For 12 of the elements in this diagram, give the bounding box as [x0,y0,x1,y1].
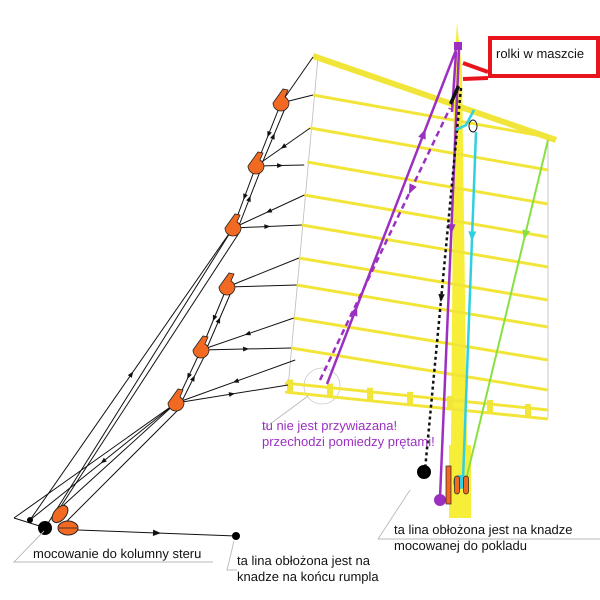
highlight-circle [304,368,340,404]
leader-line [226,540,238,570]
leader-line [377,490,600,540]
leader-line [462,61,489,74]
annotation-text: mocowanie do kolumny steru [33,546,202,562]
leader-line [262,396,308,430]
leader-line [462,76,488,81]
annotation-text: ta lina obłożona jest na knadze mocowanej do pokladu [394,522,574,554]
callout-box: rolki w maszcie [488,36,600,78]
leader-line [12,530,214,562]
annotation-text: ta lina obłożona jest na knadze na końcu rumpla [237,553,380,585]
annotation-text: tu nie jest przywiazana! przechodzi pomiedzy prętami! [262,418,436,450]
